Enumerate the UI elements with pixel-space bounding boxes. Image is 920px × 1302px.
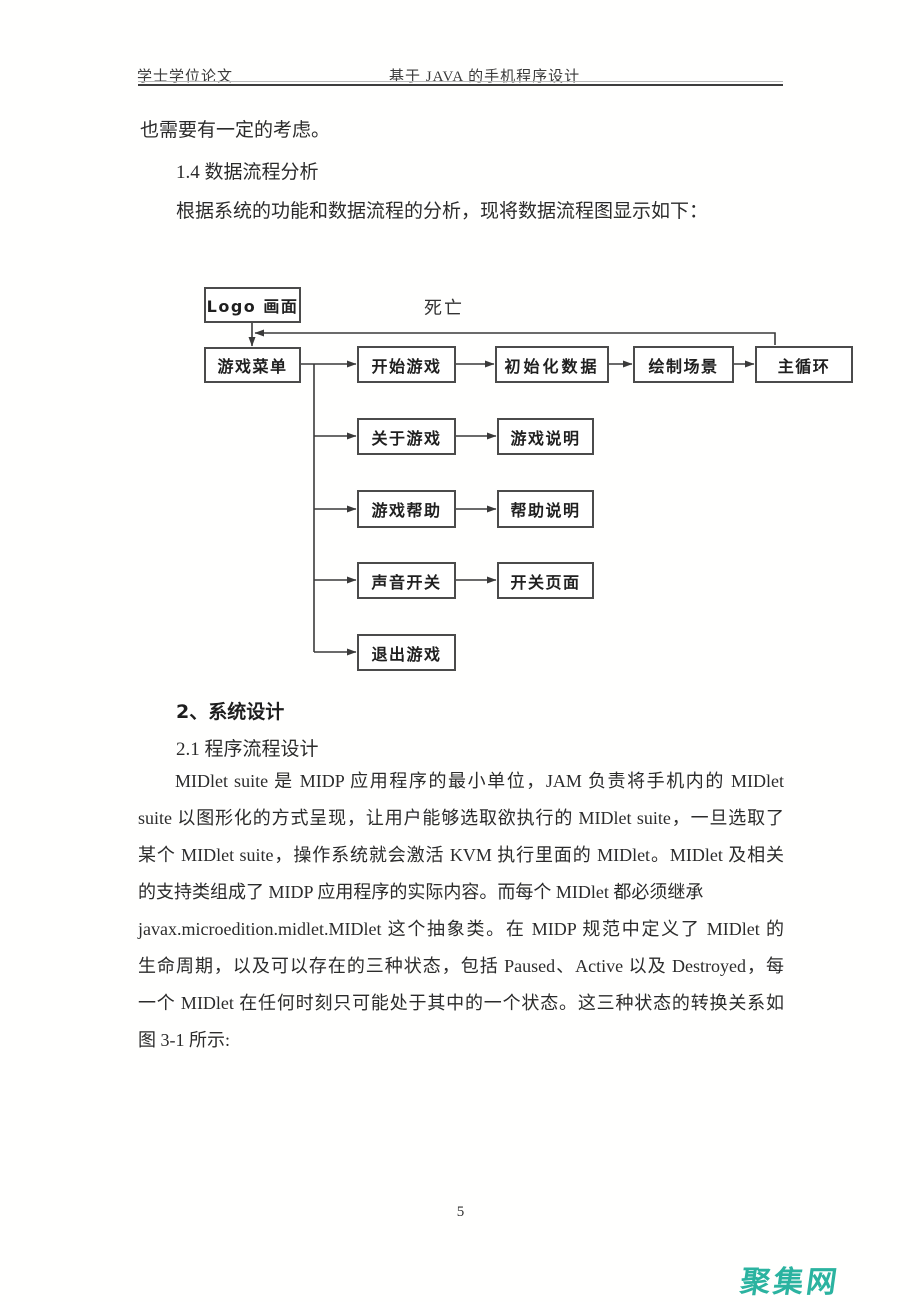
paragraph-line: 的支持类组成了 MIDP 应用程序的实际内容。而每个 MIDlet 都必须继承 xyxy=(138,882,704,902)
paragraph-line: 一个 MIDlet 在任何时刻只可能处于其中的一个状态。这三种状态的转换关系如 xyxy=(138,993,784,1013)
paragraph-line: MIDlet suite 是 MIDP 应用程序的最小单位，JAM 负责将手机内… xyxy=(175,771,784,791)
flowchart-node-logo-screen: Logo 画面 xyxy=(204,287,301,323)
flowchart-node-game-menu: 游戏菜单 xyxy=(204,347,301,383)
intro-sentence: 也需要有一定的考虑。 xyxy=(140,120,331,141)
flowchart-node-game-description: 游戏说明 xyxy=(497,418,594,455)
paragraph-line: 图 3-1 所示: xyxy=(138,1030,230,1050)
section-2-1-heading: 2.1 程序流程设计 xyxy=(176,739,319,760)
header-left-text: 学士学位论文 xyxy=(137,69,234,85)
paragraph-line: javax.microedition.midlet.MIDlet 这个抽象类。在… xyxy=(138,919,784,939)
flowchart-node-start-game: 开始游戏 xyxy=(357,346,456,383)
midlet-paragraph: MIDlet suite 是 MIDP 应用程序的最小单位，JAM 负责将手机内… xyxy=(138,763,784,1059)
paragraph-line: suite 以图形化的方式呈现，让用户能够选取欲执行的 MIDlet suite… xyxy=(138,808,784,828)
flowchart-node-sound-switch: 声音开关 xyxy=(357,562,456,599)
section-1-4-body: 根据系统的功能和数据流程的分析，现将数据流程图显示如下： xyxy=(176,201,709,222)
header-rule xyxy=(138,84,783,86)
paragraph-line: 生命周期，以及可以存在的三种状态，包括 Paused、Active 以及 Des… xyxy=(138,956,784,976)
section-1-4-heading: 1.4 数据流程分析 xyxy=(176,162,319,183)
section-2-heading: 2、系统设计 xyxy=(176,701,285,723)
flowchart-node-about-game: 关于游戏 xyxy=(357,418,456,455)
header-rule-light xyxy=(138,81,783,82)
paragraph-line: 某个 MIDlet suite，操作系统就会激活 KVM 执行里面的 MIDle… xyxy=(138,845,784,865)
flowchart-node-init-data: 初始化数据 xyxy=(495,346,609,383)
flowchart-node-main-loop: 主循环 xyxy=(755,346,853,383)
flowchart-node-draw-scene: 绘制场景 xyxy=(633,346,734,383)
page-number: 5 xyxy=(456,1204,465,1220)
watermark-logo: 聚集网 xyxy=(738,1265,842,1300)
flowchart-node-game-help: 游戏帮助 xyxy=(357,490,456,528)
header-title-text: 基于 JAVA 的手机程序设计 xyxy=(389,69,581,85)
flowchart-node-help-description: 帮助说明 xyxy=(497,490,594,528)
flowchart-node-switch-page: 开关页面 xyxy=(497,562,594,599)
flowchart-label-death: 死亡 xyxy=(424,298,464,318)
flowchart-node-exit-game: 退出游戏 xyxy=(357,634,456,671)
